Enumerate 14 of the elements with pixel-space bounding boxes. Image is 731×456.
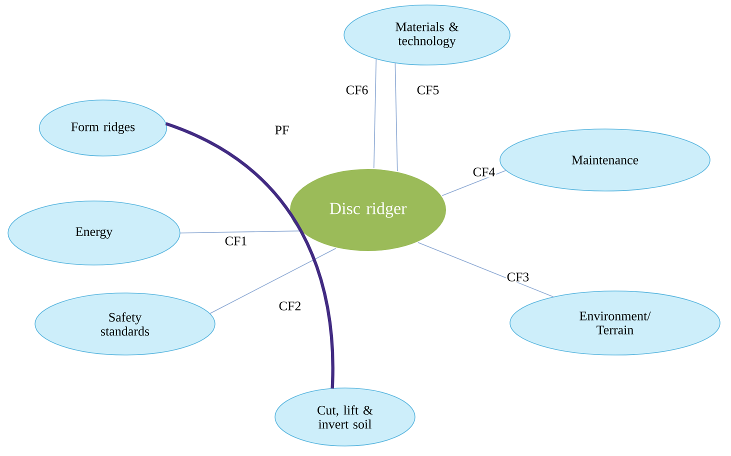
edge-label: CF4 <box>473 168 495 176</box>
connector-line <box>209 248 336 314</box>
edge-label: CF1 <box>225 236 246 246</box>
edge-label: PF <box>275 126 289 134</box>
connector-line <box>374 58 377 169</box>
edge-label: CF2 <box>279 302 300 310</box>
connector-line <box>394 62 398 172</box>
edge-label: CF3 <box>507 272 529 282</box>
connector-line <box>180 230 300 234</box>
connector-line <box>442 170 506 196</box>
edge-label: CF5 <box>417 86 439 94</box>
connector-line <box>418 242 554 298</box>
curved-line <box>165 122 334 389</box>
edge-label: CF6 <box>346 86 368 94</box>
